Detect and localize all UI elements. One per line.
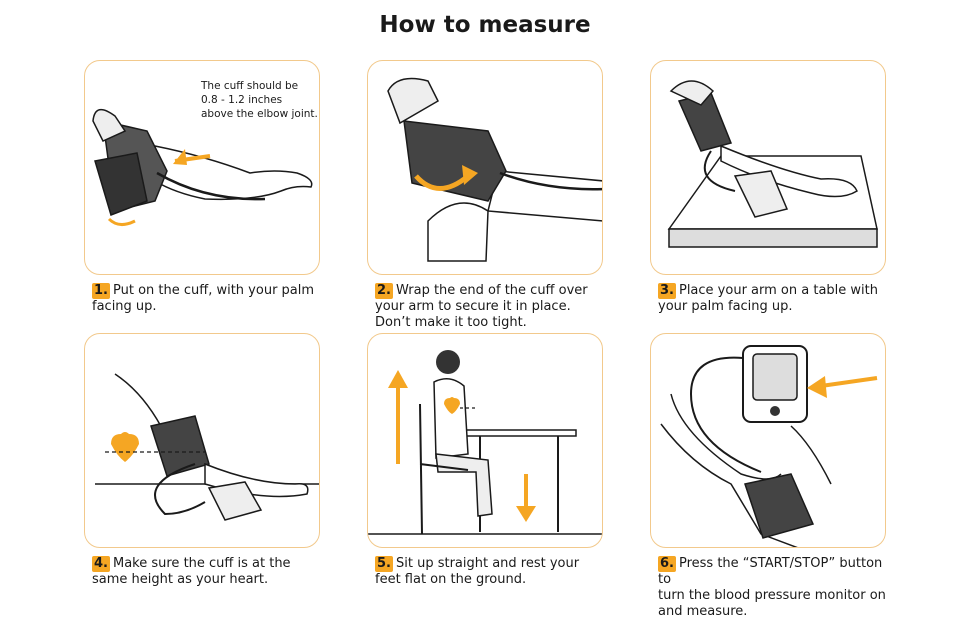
step-5-caption: 5.Sit up straight and rest your feet fla… bbox=[375, 556, 615, 588]
step-number: 3. bbox=[658, 283, 676, 299]
step-4-illustration bbox=[84, 333, 320, 548]
step-number: 1. bbox=[92, 283, 110, 299]
step-1-illustration: The cuff should be 0.8 - 1.2 inches abov… bbox=[84, 60, 320, 275]
step-4-caption: 4.Make sure the cuff is at the same heig… bbox=[92, 556, 332, 588]
step-number: 5. bbox=[375, 556, 393, 572]
step-6-illustration bbox=[650, 333, 886, 548]
step-number: 2. bbox=[375, 283, 393, 299]
step-number: 4. bbox=[92, 556, 110, 572]
step-1-caption: 1.Put on the cuff, with your palm facing… bbox=[92, 283, 332, 315]
step-2-illustration bbox=[367, 60, 603, 275]
step-text: Place your arm on a table with your palm… bbox=[658, 283, 878, 314]
step-6-caption: 6.Press the “START/STOP” button to turn … bbox=[658, 556, 898, 620]
step-3-illustration bbox=[650, 60, 886, 275]
page-title: How to measure bbox=[379, 12, 591, 38]
step-3-caption: 3.Place your arm on a table with your pa… bbox=[658, 283, 898, 315]
step-2-caption: 2.Wrap the end of the cuff over your arm… bbox=[375, 283, 615, 331]
step-5-illustration bbox=[367, 333, 603, 548]
step-text: Wrap the end of the cuff over your arm t… bbox=[375, 283, 588, 330]
step-number: 6. bbox=[658, 556, 676, 572]
step-text: Press the “START/STOP” button to turn th… bbox=[658, 556, 886, 619]
step-text: Make sure the cuff is at the same height… bbox=[92, 556, 291, 587]
step-text: Put on the cuff, with your palm facing u… bbox=[92, 283, 315, 314]
cuff-position-note: The cuff should be 0.8 - 1.2 inches abov… bbox=[201, 80, 318, 120]
step-text: Sit up straight and rest your feet flat … bbox=[375, 556, 580, 587]
